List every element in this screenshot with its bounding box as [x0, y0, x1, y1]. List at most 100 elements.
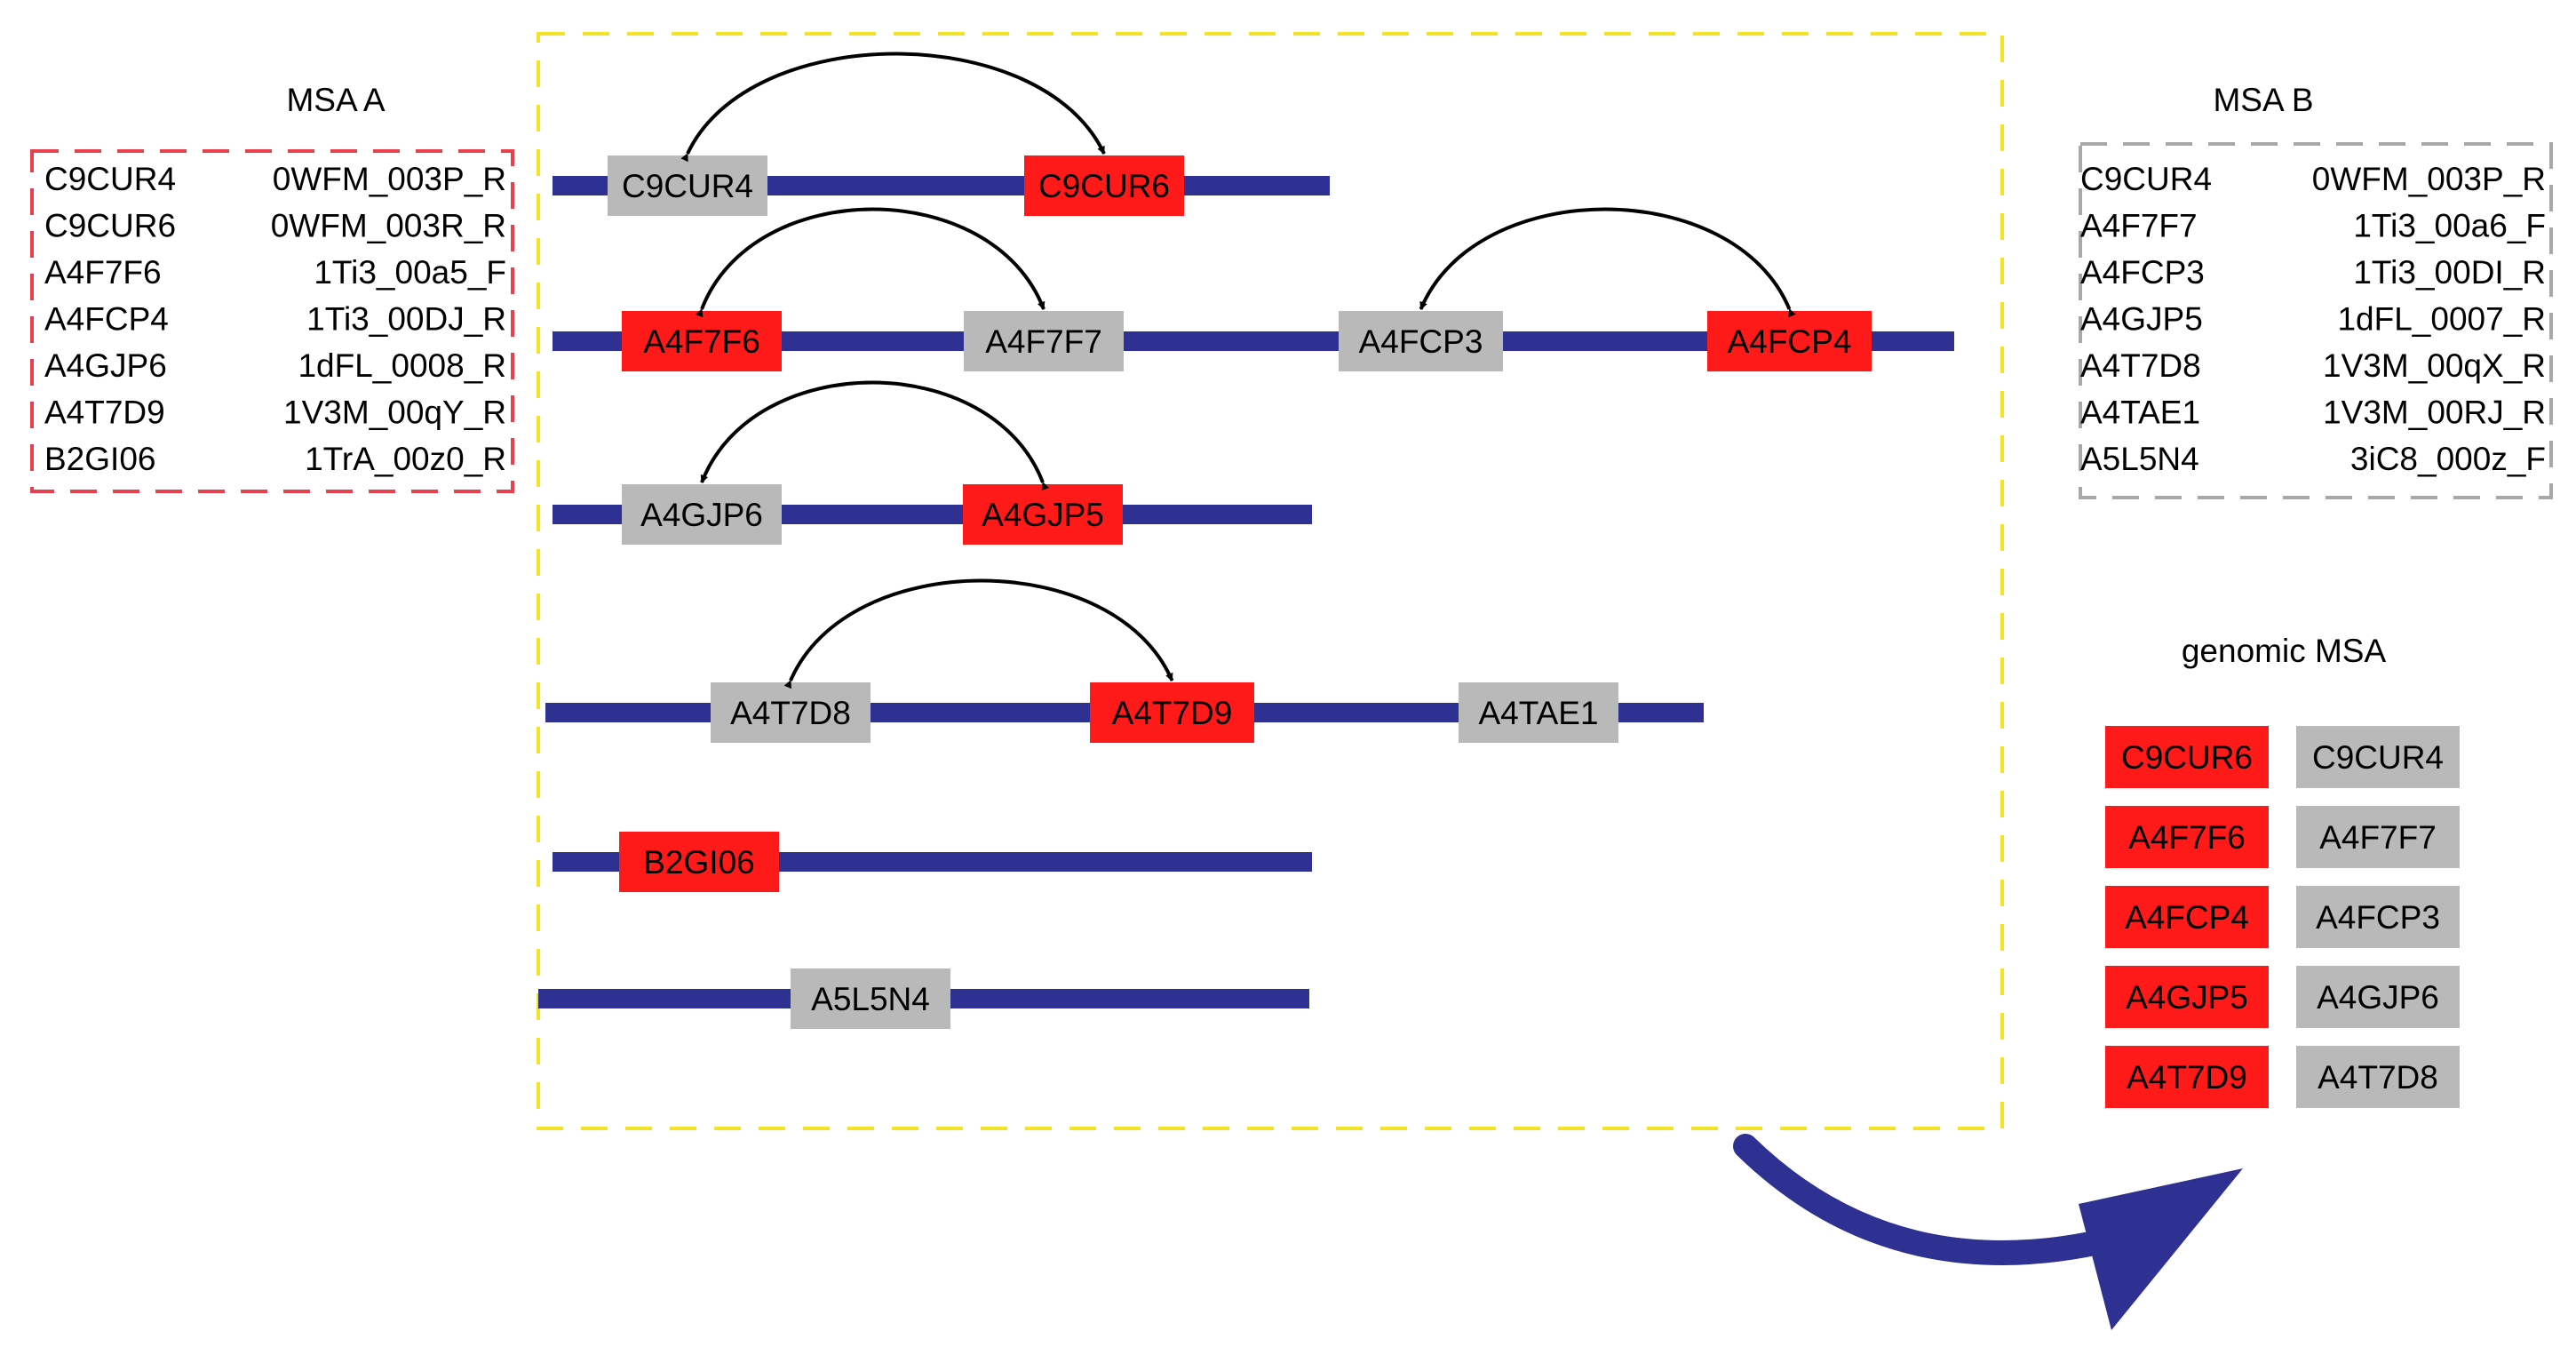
- genomic-msa-cell-a-label: A4F7F6: [2128, 819, 2246, 856]
- msa-b-row-code: 1Ti3_00DI_R: [2353, 254, 2546, 291]
- genomic-msa-title: genomic MSA: [2182, 633, 2387, 669]
- msa-b-row-id: A4T7D8: [2080, 347, 2201, 384]
- genomic-msa-cell-b: C9CUR4: [2296, 726, 2460, 788]
- genome-row: C9CUR4 C9CUR6: [553, 52, 1330, 216]
- paralog-link-arrow: [783, 578, 1174, 689]
- gene-box: A4F7F6: [622, 311, 782, 371]
- msa-a-row-id: C9CUR6: [44, 208, 176, 244]
- gene-box-fill: [608, 155, 767, 216]
- msa-a-row-id: A4GJP6: [44, 347, 167, 384]
- genomic-msa-pair: C9CUR6 C9CUR4: [2105, 726, 2460, 788]
- genomic-msa-cell-a: A4GJP5: [2105, 966, 2269, 1028]
- msa-a-row-id: B2GI06: [44, 441, 155, 477]
- gene-box: A4T7D8: [711, 682, 871, 743]
- gene-box-highlighted-fill: [1024, 155, 1184, 216]
- msa-a-row-code: 1dFL_0008_R: [298, 347, 506, 384]
- genome-row: A5L5N4: [538, 968, 1309, 1029]
- gene-box: A4TAE1: [1459, 682, 1618, 743]
- genomic-msa-cell-a: C9CUR6: [2105, 726, 2269, 788]
- gene-label: A4FCP3: [1359, 323, 1483, 360]
- gene-box: A4F7F7: [964, 311, 1124, 371]
- msa-b-row-id: A4GJP5: [2080, 301, 2203, 338]
- gene-label: A4GJP6: [640, 497, 763, 533]
- genomic-msa-cell-a: A4FCP4: [2105, 886, 2269, 948]
- gene-label: A4T7D9: [1112, 695, 1233, 731]
- msa-b-row-code: 0WFM_003P_R: [2312, 161, 2546, 197]
- msa-a-row-code: 0WFM_003R_R: [271, 208, 506, 244]
- genomic-msa-pair: A4F7F6 A4F7F7: [2105, 806, 2460, 868]
- gene-box: A4T7D9: [1090, 682, 1254, 743]
- gene-box-fill: [964, 311, 1124, 371]
- genomic-msa-cell-a-label: A4GJP5: [2126, 979, 2248, 1016]
- gene-box-fill: [622, 484, 782, 545]
- paralog-link-arrow: [695, 207, 1046, 318]
- genomic-msa-cell-a: A4T7D9: [2105, 1046, 2269, 1108]
- genomic-msa-cell-a-fill: [2105, 966, 2269, 1028]
- genome-row: A4T7D8 A4T7D9 A4TAE1: [545, 578, 1704, 743]
- gene-box: A4GJP5: [963, 484, 1123, 545]
- gene-box: A5L5N4: [791, 968, 950, 1029]
- gene-label: A4GJP5: [982, 497, 1104, 533]
- msa-a-panel: MSA A C9CUR4 0WFM_003P_R C9CUR6 0WFM_003R_R…: [30, 82, 514, 493]
- paralog-link-arrow: [700, 380, 1050, 491]
- msa-a-row-id: A4T7D9: [44, 395, 165, 431]
- gene-box-highlighted-fill: [963, 484, 1123, 545]
- msa-a-rows: C9CUR4 0WFM_003P_R C9CUR6 0WFM_003R_R A4F7F6…: [44, 161, 506, 477]
- msa-b-border: [2079, 142, 2553, 499]
- msa-a-row-id: A4F7F6: [44, 254, 162, 291]
- msa-a-row-id: A4FCP4: [44, 301, 169, 338]
- genomic-msa-cell-a-label: C9CUR6: [2121, 739, 2253, 776]
- gene-label: C9CUR6: [1038, 168, 1170, 204]
- msa-b-row-code: 1dFL_0007_R: [2337, 301, 2546, 338]
- gene-box-fill: [791, 968, 950, 1029]
- genomic-msa-cell-b-fill: [2296, 726, 2460, 788]
- gene-box: C9CUR4: [608, 155, 767, 216]
- genomic-msa-cell-a-fill: [2105, 1046, 2269, 1108]
- msa-b-row-code: 1V3M_00qX_R: [2323, 347, 2546, 384]
- gene-box-highlighted-fill: [1707, 311, 1872, 371]
- msa-a-row-code: 1V3M_00qY_R: [283, 395, 506, 431]
- msa-b-row-code: 3iC8_000z_F: [2350, 441, 2546, 477]
- gene-box-highlighted-fill: [1090, 682, 1254, 743]
- gene-label: A4F7F6: [643, 323, 760, 360]
- msa-a-row-id: C9CUR4: [44, 161, 176, 197]
- genomic-msa-cell-a: A4F7F6: [2105, 806, 2269, 868]
- genomic-msa-cell-b-fill: [2296, 886, 2460, 948]
- genomic-msa-cell-b-label: C9CUR4: [2312, 739, 2444, 776]
- msa-a-row-code: 1Ti3_00a5_F: [314, 254, 506, 291]
- gene-box: A4FCP4: [1707, 311, 1872, 371]
- genomic-msa-cell-b-fill: [2296, 1046, 2460, 1108]
- flow-arrow: [1733, 1134, 2243, 1330]
- genomic-msa-cell-b-label: A4F7F7: [2319, 819, 2437, 856]
- genomic-msa-cell-b-label: A4FCP3: [2316, 899, 2440, 936]
- gene-box-highlighted-fill: [622, 311, 782, 371]
- msa-b-title: MSA B: [2213, 82, 2313, 118]
- gene-label: A4T7D8: [730, 695, 851, 731]
- gene-box-highlighted-fill: [619, 832, 779, 892]
- genome-row: A4F7F6 A4F7F7 A4FCP3 A4FCP4: [553, 207, 1954, 371]
- gene-box-fill: [711, 682, 871, 743]
- msa-b-row-id: C9CUR4: [2080, 161, 2212, 197]
- genomic-msa-cell-a-fill: [2105, 726, 2269, 788]
- genome-region-border: [537, 32, 2004, 1130]
- msa-a-row-code: 1TrA_00z0_R: [305, 441, 506, 477]
- gene-box: B2GI06: [619, 832, 779, 892]
- msa-a-row-code: 1Ti3_00DJ_R: [306, 301, 506, 338]
- flow-arrow-head: [2079, 1168, 2243, 1330]
- genomic-msa-cell-a-label: A4T7D9: [2127, 1059, 2247, 1096]
- msa-a-title: MSA A: [286, 82, 385, 118]
- gene-box-fill: [1339, 311, 1503, 371]
- msa-a-row-code: 0WFM_003P_R: [273, 161, 506, 197]
- gene-label: C9CUR4: [622, 168, 753, 204]
- gene-label: A4F7F7: [985, 323, 1102, 360]
- msa-b-row-id: A4TAE1: [2080, 395, 2200, 431]
- paralog-link-arrow: [1419, 207, 1796, 318]
